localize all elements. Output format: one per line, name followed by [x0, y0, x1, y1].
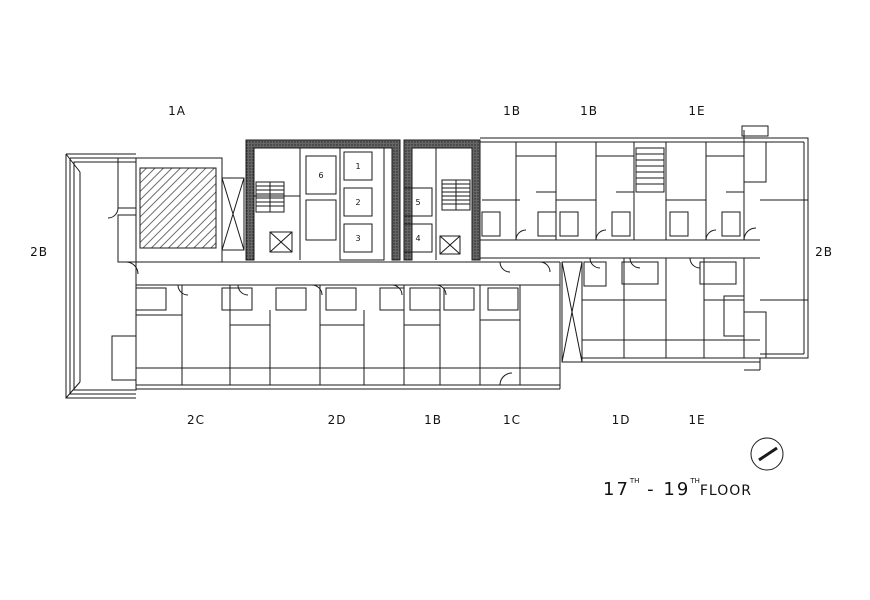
unit-label-bottom-1e: 1E: [688, 413, 706, 427]
floor-word: FLOOR: [699, 483, 752, 499]
stair-east: [635, 147, 665, 193]
elevator-2-label: 2: [355, 198, 360, 207]
floor-from: 17: [603, 479, 630, 500]
units-bottom-right: [582, 258, 760, 363]
unit-label-bottom-2d: 2D: [327, 413, 347, 427]
unit-label-top-1a: 1A: [168, 104, 186, 118]
unit-1a: [117, 157, 223, 263]
floor-to-ordinal: TH: [690, 476, 700, 485]
left-wing-outline: [65, 153, 137, 399]
door-swings: [107, 207, 757, 386]
unit-label-bottom-1b: 1B: [424, 413, 442, 427]
unit-label-top-1b-first: 1B: [503, 104, 521, 118]
right-wing-outline: [743, 137, 809, 371]
floor-title: 17TH - 19THFLOOR: [603, 476, 752, 500]
shaft-boxes: [221, 177, 583, 363]
elevator-shafts: [305, 151, 433, 253]
unit-label-right-2b: 2B: [815, 245, 833, 259]
unit-label-bottom-1d: 1D: [611, 413, 631, 427]
units-bottom-left: [111, 262, 561, 390]
unit-label-top-1b-second: 1B: [580, 104, 598, 118]
elevator-3-label: 3: [355, 234, 360, 243]
floor-dash: -: [639, 479, 664, 500]
stair-left: [255, 181, 293, 253]
unit-label-bottom-2c: 2C: [186, 413, 206, 427]
floor-to: 19: [663, 479, 691, 500]
elevator-6-label: 6: [318, 171, 323, 180]
core-walls: [245, 139, 481, 261]
unit-label-left-2b: 2B: [30, 245, 48, 259]
elevator-1-label: 1: [355, 162, 360, 171]
units-top-right: [479, 125, 769, 240]
elevator-4-label: 4: [415, 234, 420, 243]
north-arrow-icon: [750, 437, 784, 471]
unit-label-bottom-1c: 1C: [502, 413, 522, 427]
unit-label-top-1e: 1E: [688, 104, 706, 118]
stair-right: [439, 179, 471, 255]
elevator-5-label: 5: [415, 198, 420, 207]
floor-from-ordinal: TH: [629, 476, 640, 485]
